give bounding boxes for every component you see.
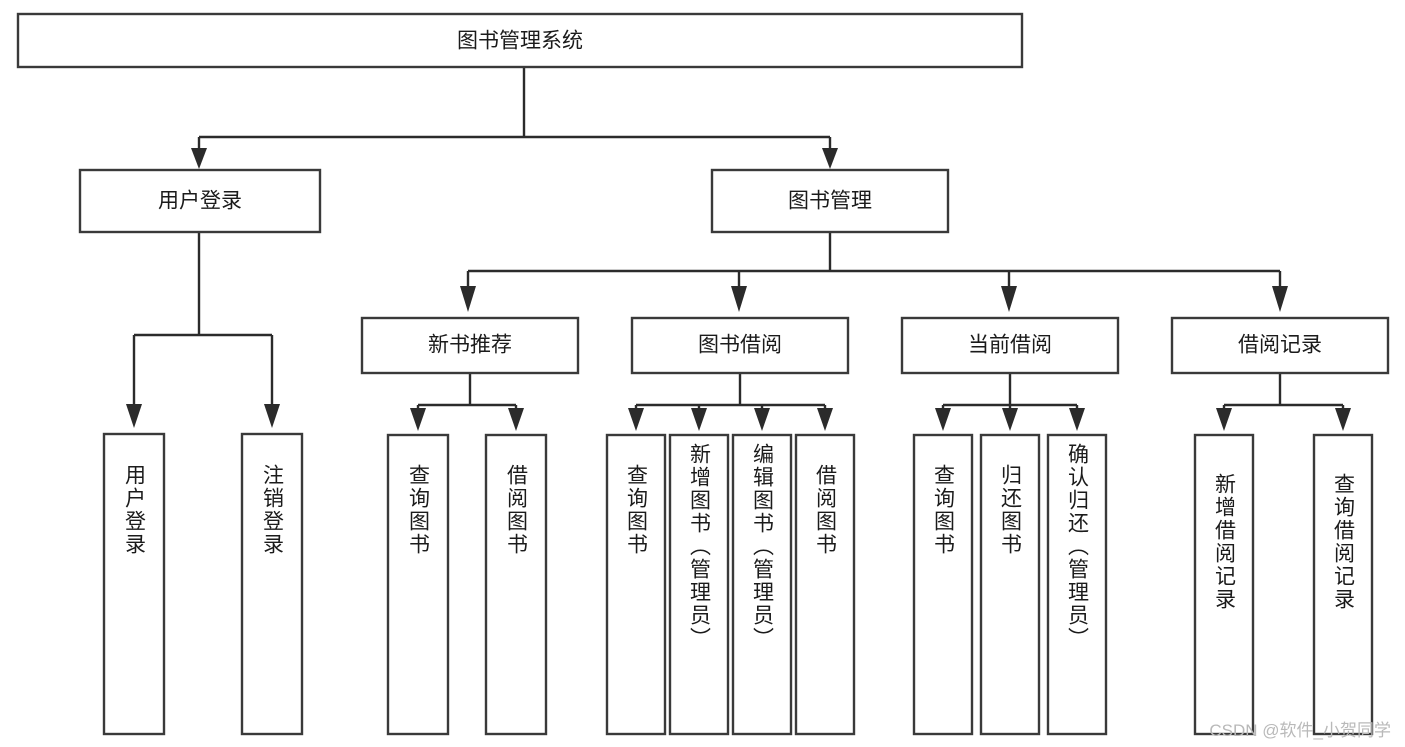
node-box[interactable] bbox=[484, 433, 548, 736]
node-label: 查询图书 bbox=[932, 464, 956, 556]
node-label: 查询图书 bbox=[407, 464, 431, 556]
node-box[interactable] bbox=[1312, 433, 1374, 736]
node-box[interactable] bbox=[605, 433, 667, 736]
node-book-borrow[interactable]: 图书借阅 bbox=[630, 316, 850, 375]
node-box[interactable] bbox=[78, 168, 322, 234]
node-box[interactable] bbox=[900, 316, 1120, 375]
node-label: 图书管理 bbox=[788, 190, 872, 213]
node-label: 借阅图书 bbox=[814, 464, 838, 556]
node-label: 归还图书 bbox=[999, 464, 1023, 556]
arrow-currentborrow-leaf3 bbox=[1069, 408, 1085, 431]
node-box[interactable] bbox=[1193, 433, 1255, 736]
node-book-management[interactable]: 图书管理 bbox=[710, 168, 950, 234]
arrow-borrowrecord-leaf1 bbox=[1216, 408, 1232, 431]
node-label: 借阅记录 bbox=[1238, 334, 1322, 357]
node-label: 用户登录 bbox=[158, 190, 242, 213]
node-box[interactable] bbox=[386, 433, 450, 736]
arrow-user-login-leaf1 bbox=[126, 404, 142, 428]
node-box[interactable] bbox=[710, 168, 950, 234]
arrow-bookborrow-leaf4 bbox=[817, 408, 833, 431]
node-box[interactable] bbox=[360, 316, 580, 375]
node-box[interactable] bbox=[630, 316, 850, 375]
node-box[interactable] bbox=[912, 433, 974, 736]
node-box[interactable] bbox=[16, 12, 1024, 69]
node-label: 新增图书（管理员） bbox=[688, 443, 712, 650]
node-label: 借阅图书 bbox=[505, 464, 529, 556]
node-label: 查询图书 bbox=[625, 464, 649, 556]
node-box[interactable] bbox=[102, 432, 166, 736]
arrow-currentborrow-leaf2 bbox=[1002, 408, 1018, 431]
node-leaf-user-login[interactable]: 用户登录 bbox=[102, 432, 166, 736]
node-box[interactable] bbox=[1046, 433, 1108, 736]
node-user-login[interactable]: 用户登录 bbox=[78, 168, 322, 234]
node-leaf-return-book[interactable]: 归还图书 bbox=[979, 433, 1041, 736]
node-label: 用户登录 bbox=[123, 464, 147, 556]
arrow-bookborrow-leaf1 bbox=[628, 408, 644, 431]
node-leaf-query-borrow-record[interactable]: 查询借阅记录 bbox=[1312, 433, 1374, 736]
node-label: 编辑图书（管理员） bbox=[751, 443, 775, 650]
node-leaf-query-book-borrow[interactable]: 查询图书 bbox=[605, 433, 667, 736]
node-layer: 图书管理系统 用户登录 图书管理 新书推荐 图书借阅 当前 bbox=[16, 12, 1390, 736]
node-new-book-recommend[interactable]: 新书推荐 bbox=[360, 316, 580, 375]
node-label: 新增借阅记录 bbox=[1213, 473, 1237, 611]
node-root-book-management-system[interactable]: 图书管理系统 bbox=[16, 12, 1024, 69]
node-borrow-record[interactable]: 借阅记录 bbox=[1170, 316, 1390, 375]
node-label: 当前借阅 bbox=[968, 334, 1052, 357]
node-box[interactable] bbox=[668, 433, 730, 736]
arrow-currentborrow-leaf1 bbox=[935, 408, 951, 431]
arrow-book-mgmt-c1 bbox=[460, 286, 476, 312]
node-leaf-edit-book-admin[interactable]: 编辑图书（管理员） bbox=[731, 433, 793, 736]
arrow-book-mgmt-c4 bbox=[1272, 286, 1288, 312]
edge-layer bbox=[126, 67, 1351, 431]
arrow-user-login-leaf2 bbox=[264, 404, 280, 428]
node-leaf-borrow-book[interactable]: 借阅图书 bbox=[794, 433, 856, 736]
node-leaf-confirm-return-admin[interactable]: 确认归还（管理员） bbox=[1046, 433, 1108, 736]
node-label: 注销登录 bbox=[261, 464, 285, 556]
node-current-borrow[interactable]: 当前借阅 bbox=[900, 316, 1120, 375]
node-box[interactable] bbox=[731, 433, 793, 736]
arrow-book-mgmt-c2 bbox=[731, 286, 747, 312]
node-leaf-add-borrow-record[interactable]: 新增借阅记录 bbox=[1193, 433, 1255, 736]
node-label: 查询借阅记录 bbox=[1332, 473, 1356, 611]
node-box[interactable] bbox=[794, 433, 856, 736]
node-label: 图书借阅 bbox=[698, 334, 782, 357]
node-box[interactable] bbox=[1170, 316, 1390, 375]
node-label: 确认归还（管理员） bbox=[1066, 443, 1090, 650]
arrow-borrowrecord-leaf2 bbox=[1335, 408, 1351, 431]
arrow-book-mgmt-c3 bbox=[1001, 286, 1017, 312]
arrow-newbook-leaf2 bbox=[508, 408, 524, 431]
node-leaf-add-book-admin[interactable]: 新增图书（管理员） bbox=[668, 433, 730, 736]
arrow-bookborrow-leaf3 bbox=[754, 408, 770, 431]
node-leaf-query-book-recommend[interactable]: 查询图书 bbox=[386, 433, 450, 736]
node-box[interactable] bbox=[240, 432, 304, 736]
node-leaf-borrow-book-recommend[interactable]: 借阅图书 bbox=[484, 433, 548, 736]
node-leaf-query-book-current[interactable]: 查询图书 bbox=[912, 433, 974, 736]
node-label: 图书管理系统 bbox=[457, 30, 583, 53]
node-label: 新书推荐 bbox=[428, 334, 512, 357]
arrow-root-to-user-login bbox=[191, 148, 207, 169]
arrow-root-to-book-mgmt bbox=[822, 148, 838, 169]
node-box[interactable] bbox=[979, 433, 1041, 736]
arrow-newbook-leaf1 bbox=[410, 408, 426, 431]
arrow-bookborrow-leaf2 bbox=[691, 408, 707, 431]
node-leaf-logout[interactable]: 注销登录 bbox=[240, 432, 304, 736]
